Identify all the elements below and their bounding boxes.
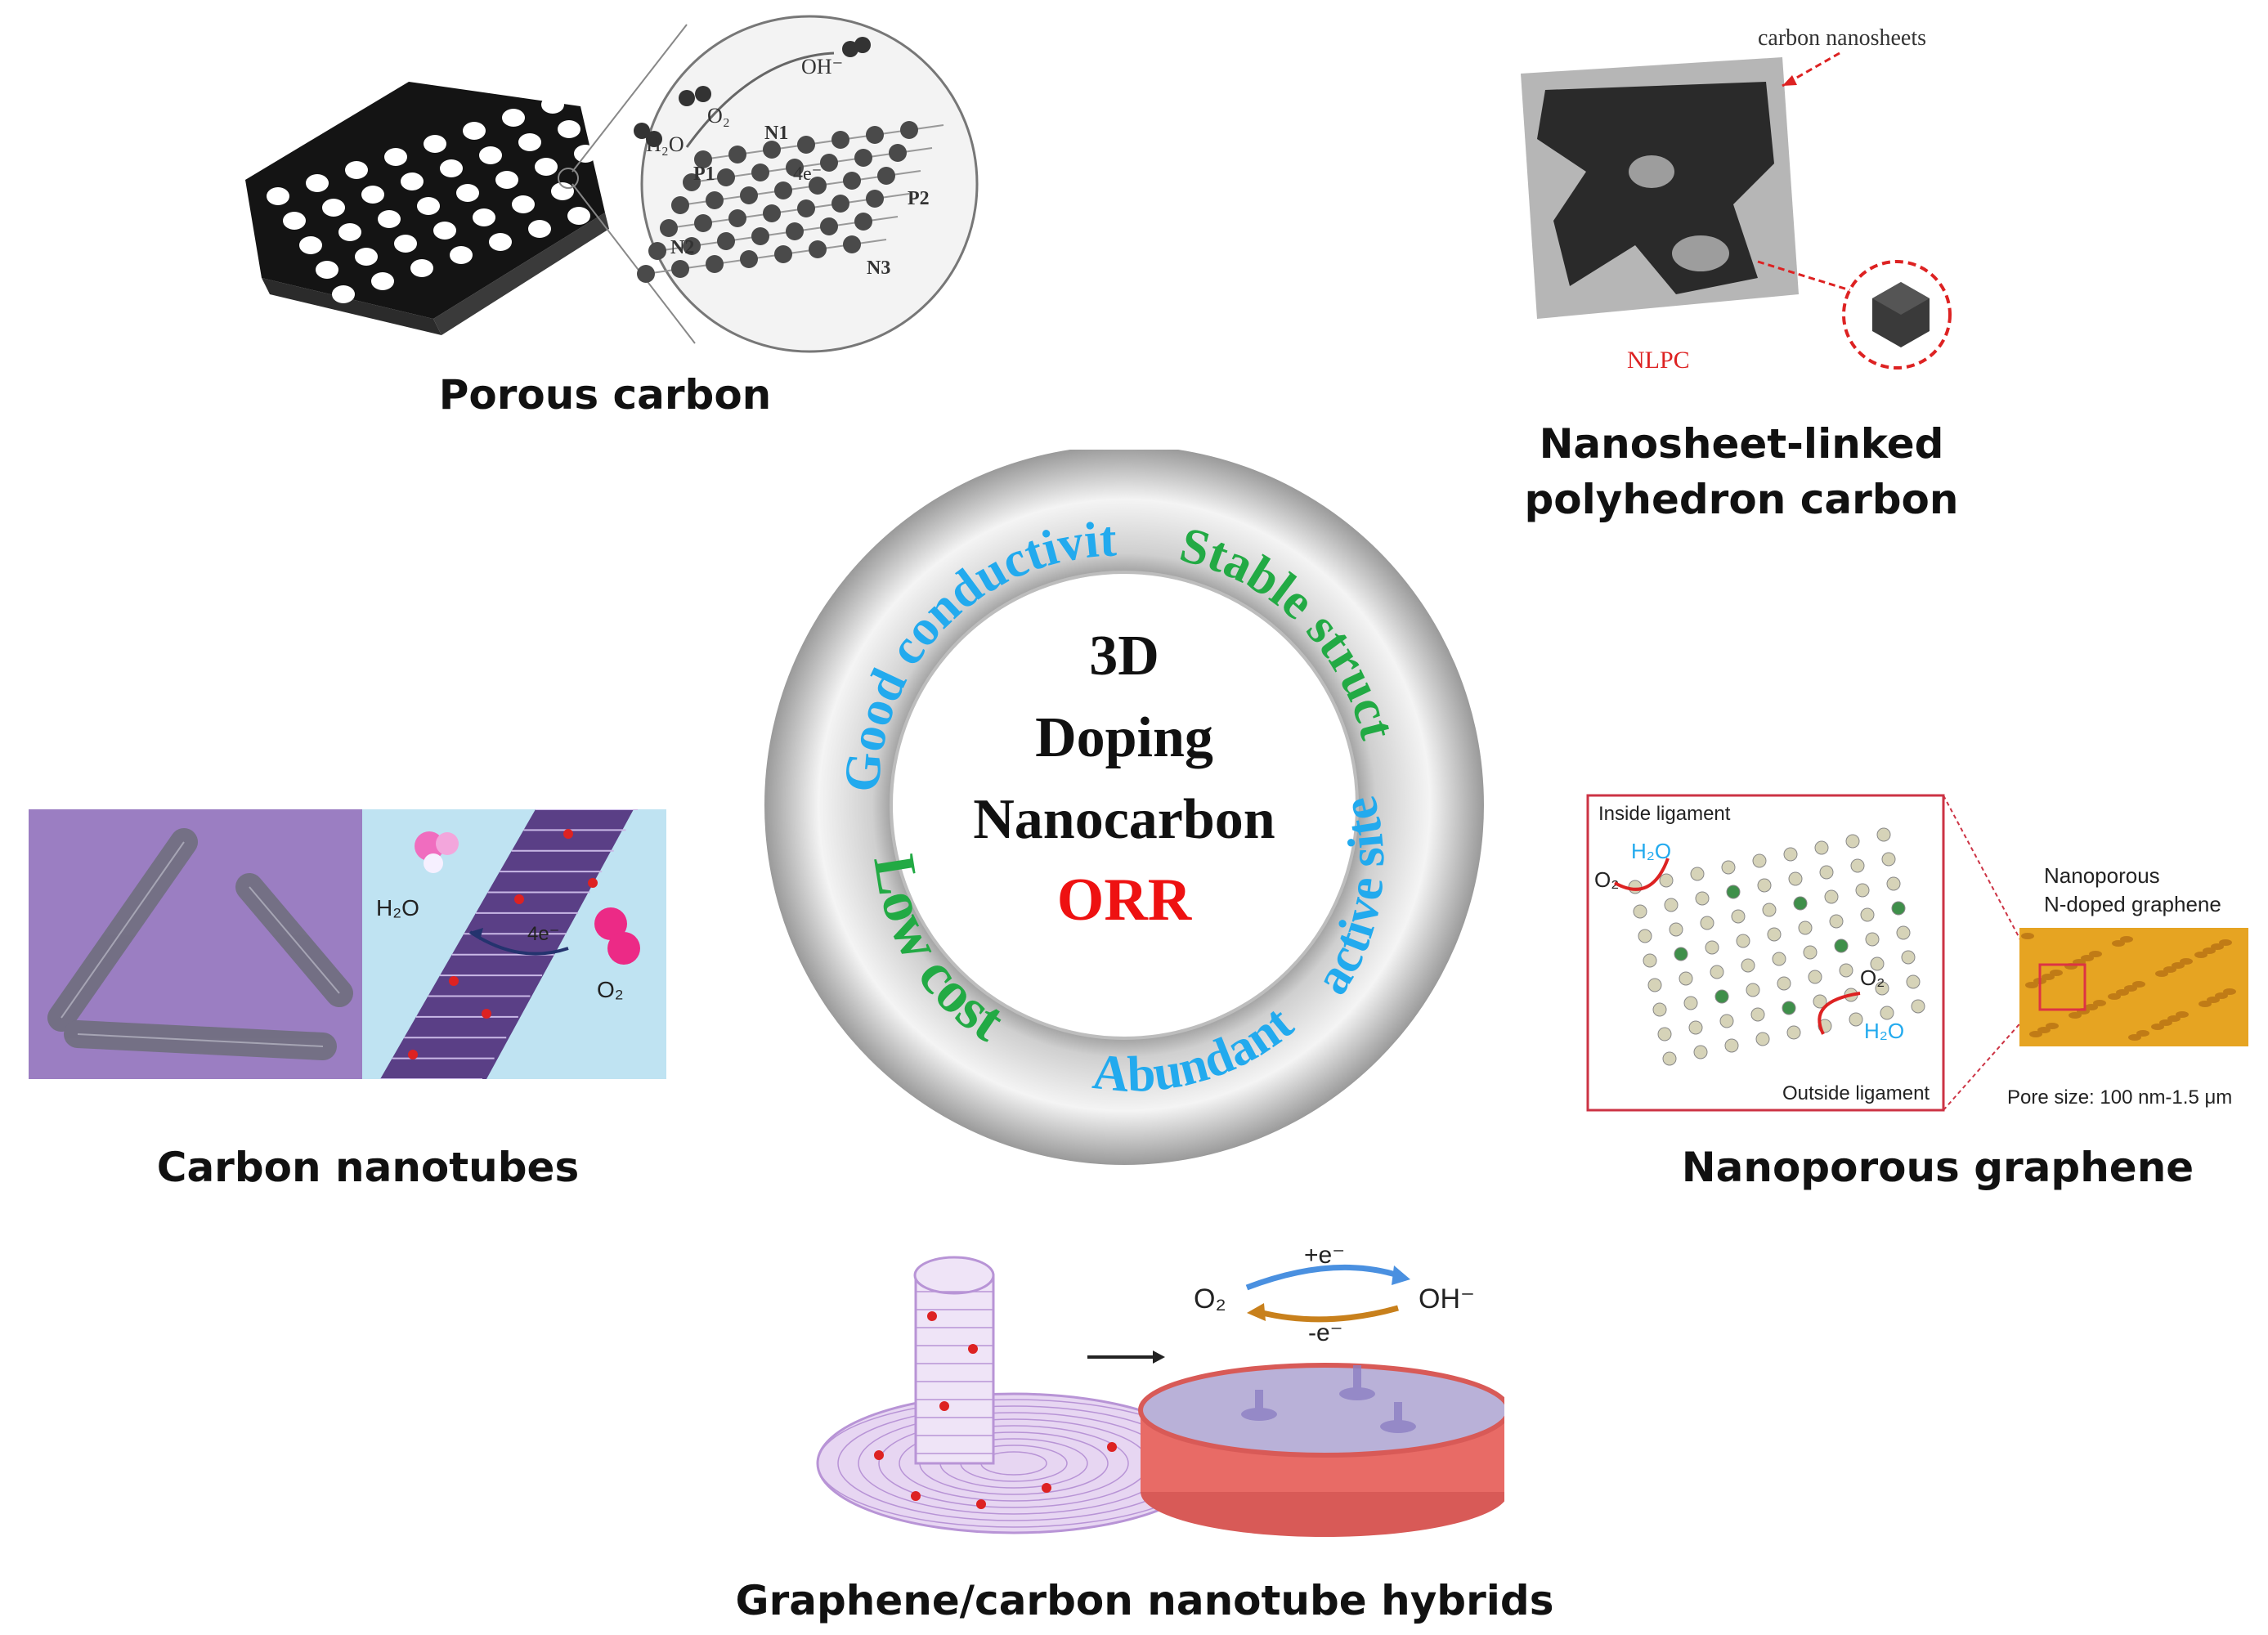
label-h2o-bottom: H₂O: [1864, 1019, 1904, 1043]
label-n3: N3: [867, 258, 890, 279]
label-n1: N1: [764, 123, 788, 144]
caption-nlpc-line2: polyhedron carbon: [1524, 475, 1959, 523]
cnt-label-4e: 4e⁻: [527, 923, 559, 945]
center-nanocarbon: Nanocarbon: [973, 788, 1275, 851]
caption-hybrids: Graphene/carbon nanotube hybrids: [735, 1577, 1554, 1624]
nlpc-panel: carbon nanosheets NLPC: [1521, 25, 1952, 374]
dish: [1138, 1363, 1504, 1458]
label-p1: P1: [693, 164, 715, 185]
label-n2: N2: [670, 237, 694, 258]
label-h2o-top: H₂O: [1631, 839, 1671, 863]
label-nanoporous-2: N-doped graphene: [2044, 892, 2221, 916]
label-o2: O₂: [1194, 1283, 1226, 1315]
porous-carbon-panel: OH⁻ O₂ H₂O N1 P1 4e⁻ P2 N2 N3: [245, 15, 979, 353]
label-minus-e: -e⁻: [1308, 1319, 1343, 1346]
label-plus-e: +e⁻: [1304, 1243, 1345, 1269]
graphene-sheet: [1628, 827, 1925, 1066]
caption-carbon-nanotubes: Carbon nanotubes: [156, 1144, 580, 1191]
center-orr: ORR: [1057, 867, 1193, 934]
label-inside-ligament: Inside ligament: [1598, 803, 1731, 825]
central-ring-diagram: Good conductivity Stable structure activ…: [760, 450, 1484, 1165]
label-h2o: H₂O: [646, 132, 684, 156]
dopant-lattice: [634, 37, 944, 283]
label-oh: OH⁻: [1419, 1283, 1475, 1315]
label-carbon-nanosheets: carbon nanosheets: [1758, 25, 1926, 51]
label-o2-right: O₂: [1860, 965, 1885, 990]
label-o2: O₂: [707, 104, 730, 128]
label-o2-left: O₂: [1594, 867, 1619, 892]
caption-nlpc: Nanosheet-linked polyhedron carbon: [1472, 417, 2011, 527]
caption-nlpc-line1: Nanosheet-linked: [1539, 420, 1944, 468]
label-nlpc: NLPC: [1627, 347, 1690, 374]
label-outside-ligament: Outside ligament: [1782, 1082, 1930, 1104]
cnt-label-o2: O₂: [597, 977, 624, 1002]
label-pore-size: Pore size: 100 nm-1.5 μm: [2007, 1086, 2232, 1109]
label-p2: P2: [908, 188, 930, 209]
center-doping: Doping: [1035, 706, 1213, 769]
label-oh: OH⁻: [801, 55, 843, 78]
cnt-large-tube: [380, 809, 634, 1079]
pores: [267, 96, 597, 303]
ring-inner: [891, 572, 1357, 1038]
hybrid-panel: +e⁻ -e⁻ O₂ OH⁻: [816, 1243, 1504, 1537]
label-nanoporous-1: Nanoporous: [2044, 863, 2160, 888]
carbon-nanotubes-panel: H₂O 4e⁻ O₂: [29, 809, 666, 1079]
cnt-label-h2o: H₂O: [376, 895, 419, 921]
label-4e: 4e⁻: [793, 164, 822, 185]
caption-nanoporous-graphene: Nanoporous graphene: [1681, 1144, 2194, 1191]
caption-porous-carbon: Porous carbon: [438, 371, 772, 419]
nanoporous-graphene-panel: Inside ligament H₂O O₂ O₂ H₂O Outside li…: [1586, 794, 2248, 1112]
cnt-pillar: [914, 1274, 995, 1465]
center-3d: 3D: [1089, 625, 1159, 688]
